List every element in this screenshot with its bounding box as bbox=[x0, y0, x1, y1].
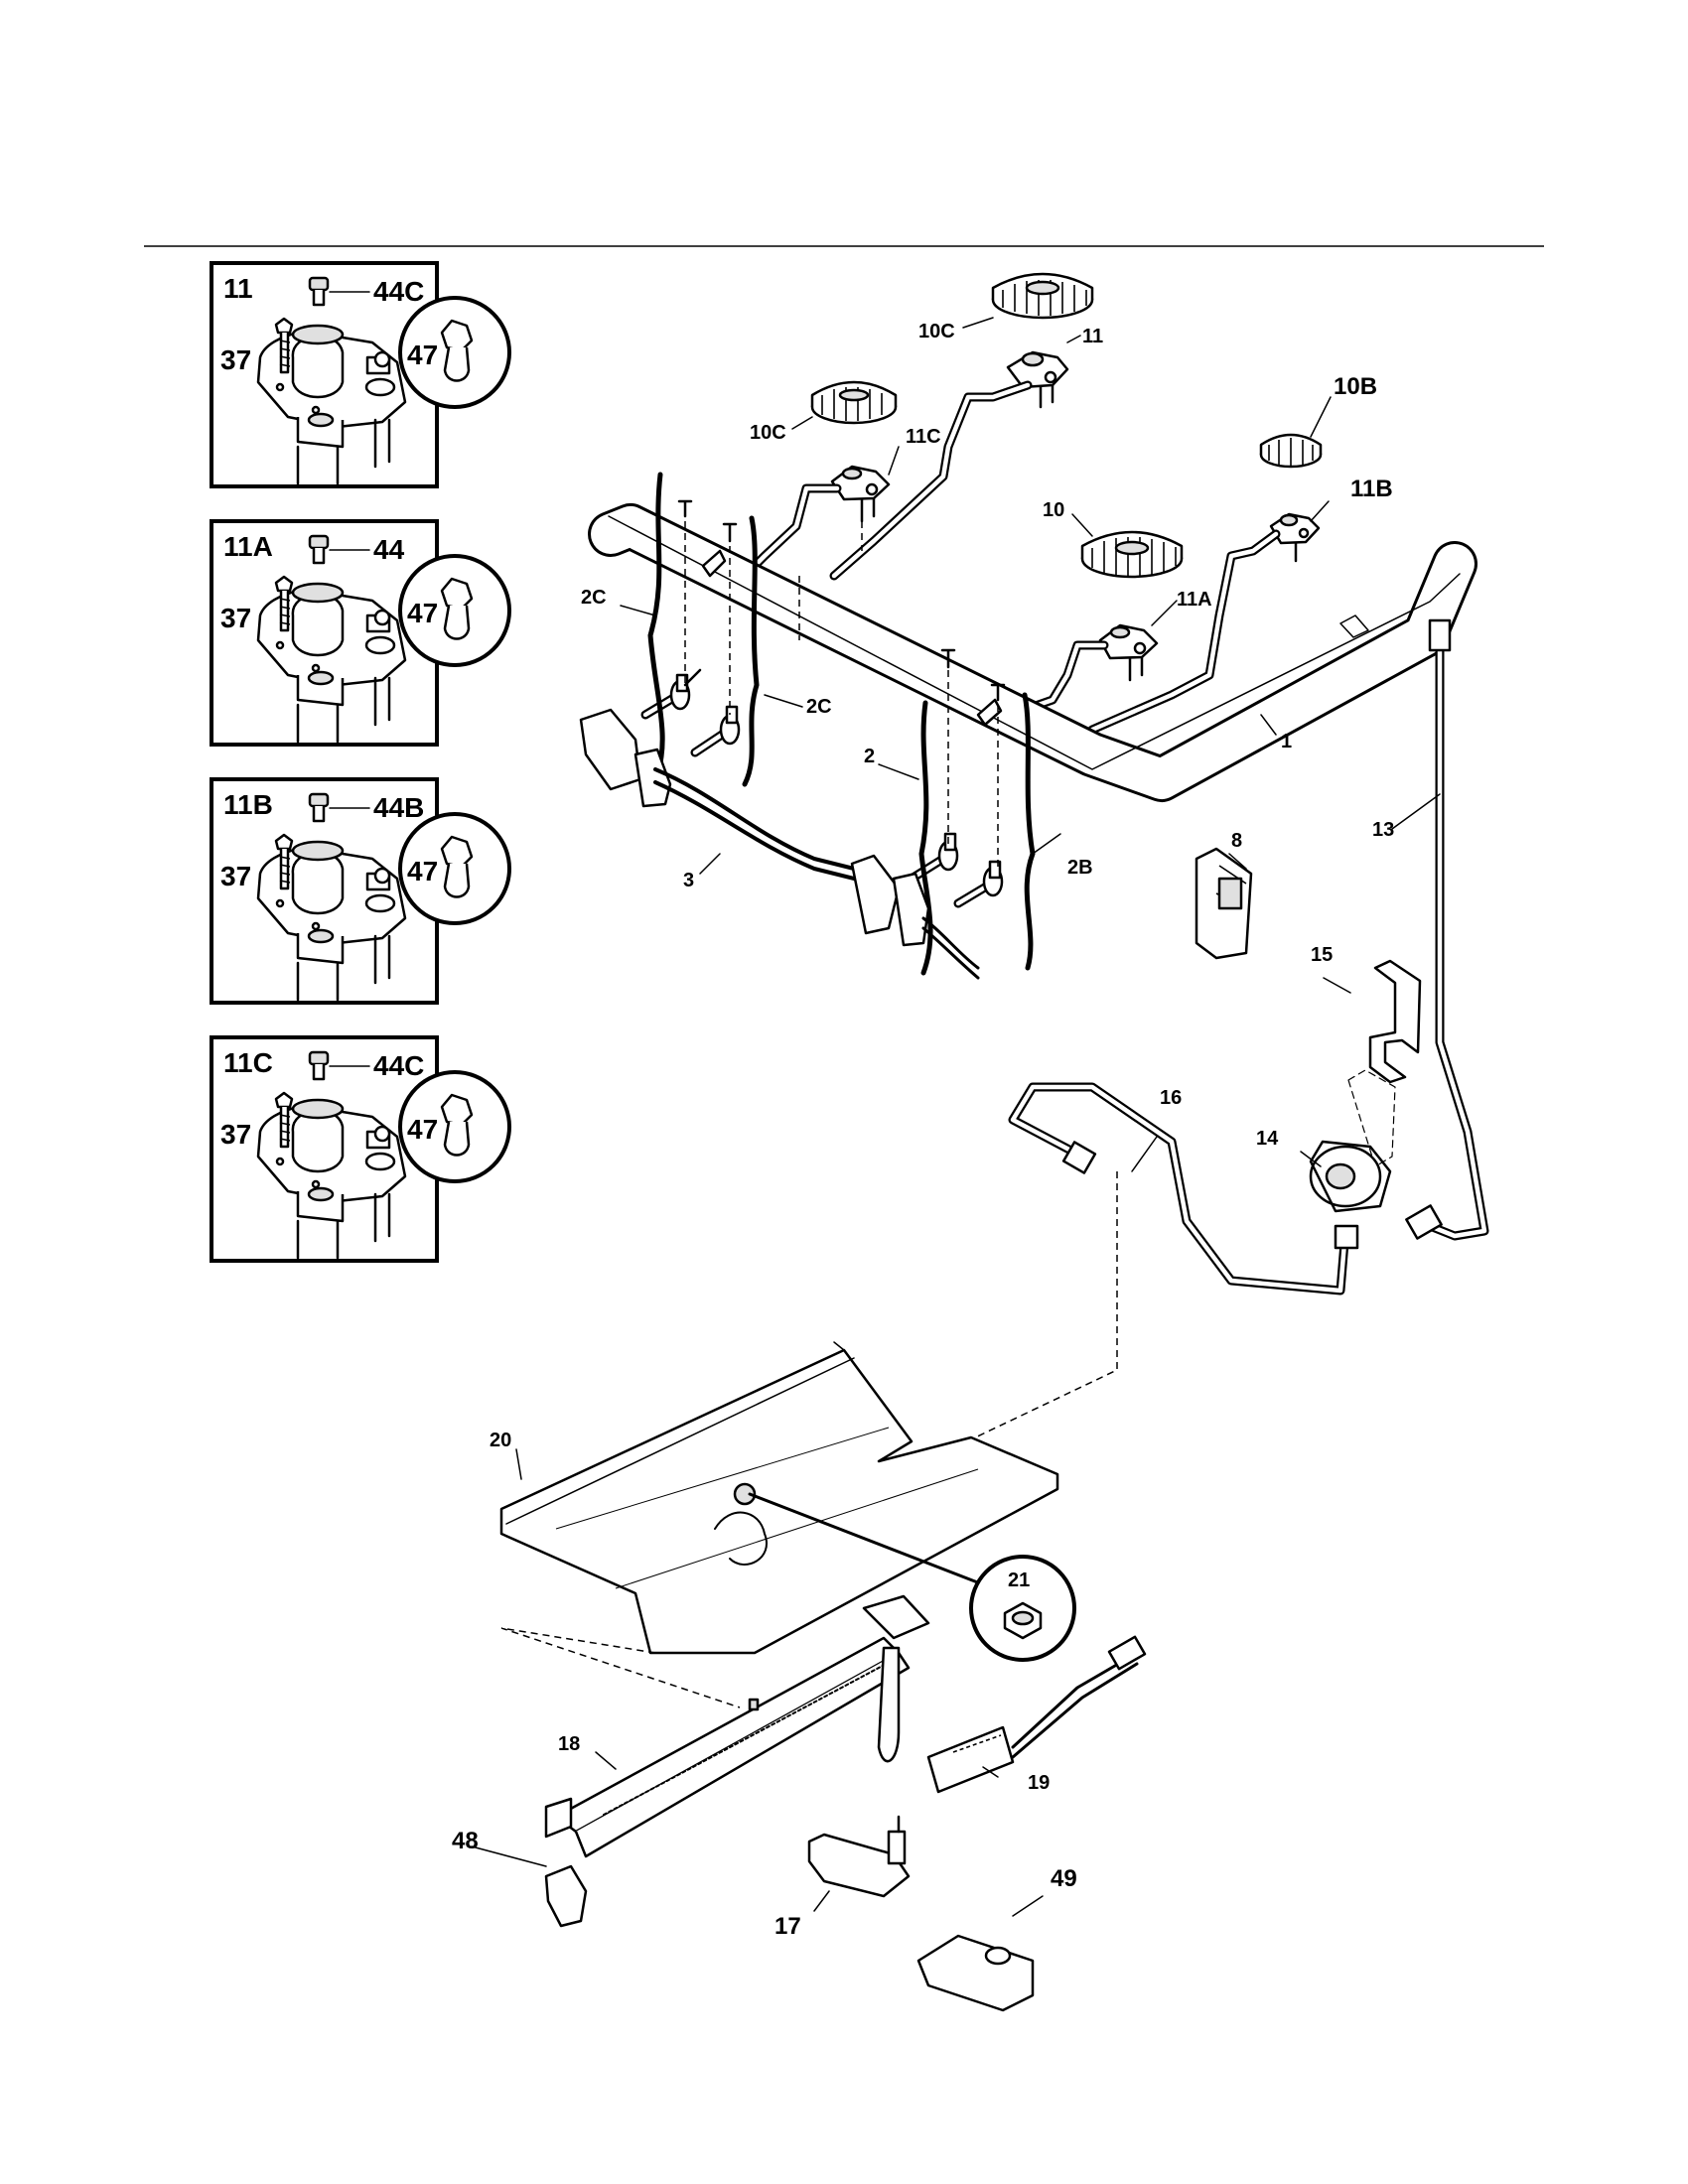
burner-head-10b bbox=[1259, 433, 1323, 469]
callout-2b: 2B bbox=[1067, 857, 1093, 879]
callout-48: 48 bbox=[452, 1828, 479, 1854]
callout-19: 19 bbox=[1028, 1772, 1050, 1794]
callout-15: 15 bbox=[1311, 944, 1333, 966]
manifold-assembly bbox=[579, 272, 1477, 980]
callout-2: 2 bbox=[864, 746, 875, 767]
callout-14: 14 bbox=[1256, 1128, 1279, 1150]
burner-head-10c-top bbox=[991, 272, 1094, 320]
inset-orifice-label: 47 bbox=[407, 856, 438, 887]
oven-burner-18 bbox=[544, 1594, 930, 1858]
callout-10c-top: 10C bbox=[918, 321, 955, 342]
callout-13: 13 bbox=[1372, 819, 1394, 841]
callout-10c: 10C bbox=[750, 422, 786, 444]
callout-17: 17 bbox=[774, 1913, 801, 1940]
inset-title: 11A bbox=[223, 531, 273, 562]
heat-shield-20 bbox=[499, 1341, 1059, 1655]
burner-base-11 bbox=[1006, 350, 1069, 409]
inset-orifice-label: 47 bbox=[407, 340, 438, 370]
inset-box-11: 11 44C 37 47 bbox=[210, 261, 511, 488]
inset-title: 11C bbox=[223, 1047, 273, 1078]
safety-valve-17 bbox=[807, 1815, 911, 1898]
inset-title: 11B bbox=[223, 789, 273, 820]
burner-base-11c bbox=[830, 465, 891, 523]
nut-small bbox=[733, 1482, 757, 1506]
inset-orifice-label: 47 bbox=[407, 598, 438, 628]
burner-base-11b bbox=[1269, 512, 1321, 563]
callout-11b: 11B bbox=[1350, 476, 1393, 502]
valve-left-2 bbox=[690, 705, 741, 757]
inset-screw-label: 44B bbox=[373, 792, 424, 823]
inset-bolt-label: 37 bbox=[220, 861, 251, 891]
callout-21: 21 bbox=[1008, 1570, 1030, 1591]
callout-11-top: 11 bbox=[1082, 326, 1103, 347]
bracket-15 bbox=[1347, 959, 1422, 1167]
igniter-19 bbox=[877, 1635, 1147, 1794]
regulator-14 bbox=[1309, 1140, 1392, 1213]
callout-3: 3 bbox=[683, 870, 694, 891]
callout-2c-right: 2C bbox=[806, 696, 832, 718]
callout-10: 10 bbox=[1043, 499, 1064, 521]
valve-right-1 bbox=[907, 832, 959, 884]
callout-20: 20 bbox=[490, 1430, 511, 1451]
callout-8: 8 bbox=[1231, 830, 1242, 852]
burner-base-11a bbox=[1098, 623, 1159, 682]
inset-bolt-label: 37 bbox=[220, 603, 251, 633]
inset-box-11c: 11C 44C 37 47 bbox=[210, 1035, 511, 1263]
valve-right-2 bbox=[953, 860, 1004, 908]
inset-bolt-label: 37 bbox=[220, 344, 251, 375]
inset-box-11b: 11B 44B 37 47 bbox=[210, 777, 511, 1005]
burner-head-10 bbox=[1080, 530, 1184, 579]
inset-screw-label: 44C bbox=[373, 276, 424, 307]
callout-49: 49 bbox=[1051, 1865, 1077, 1892]
callout-10b: 10B bbox=[1334, 373, 1377, 400]
inset-bolt-label: 37 bbox=[220, 1119, 251, 1150]
inset-box-11a: 11A 44 37 47 bbox=[210, 519, 511, 747]
callout-11a: 11A bbox=[1177, 589, 1212, 611]
burner-head-10c bbox=[810, 380, 898, 425]
callout-18: 18 bbox=[558, 1733, 580, 1755]
inset-screw-label: 44C bbox=[373, 1050, 424, 1081]
callout-16: 16 bbox=[1160, 1087, 1182, 1109]
inset-orifice-label: 47 bbox=[407, 1114, 438, 1145]
spark-module-8 bbox=[1195, 847, 1253, 960]
callout-2c-left: 2C bbox=[581, 587, 607, 609]
callout-1: 1 bbox=[1281, 731, 1292, 752]
clip-48 bbox=[544, 1864, 588, 1928]
inset-title: 11 bbox=[223, 273, 253, 304]
leader-lines bbox=[471, 317, 1441, 1917]
bracket-49 bbox=[916, 1934, 1035, 2012]
inset-screw-label: 44 bbox=[373, 534, 405, 565]
callout-11c: 11C bbox=[906, 426, 941, 448]
callout-labels: 10C 11 10C 11C 10B 11B 10 11A 2C 2C 1 2 … bbox=[452, 321, 1394, 1940]
